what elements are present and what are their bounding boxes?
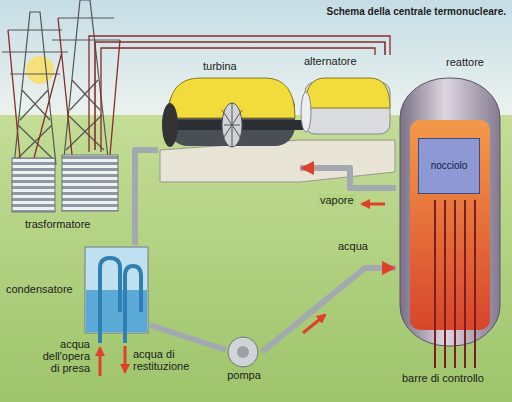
pylon-frame [52,0,120,158]
alternator-end [301,92,311,132]
pump-body [228,337,258,367]
sun [26,56,54,84]
pipe [135,150,158,245]
reactor-symbol [400,78,500,368]
part-label: reattore [446,56,484,69]
inlet-label: acqua dell'opera di presa [36,338,90,374]
flow-arrow [124,346,127,372]
transformer-group: trasformatore [5,150,125,234]
alternator: alternatore [300,55,395,140]
title-wrap: Schema della centrale termonucleare. [326,6,506,17]
pipe [300,168,396,188]
edge-label-wrap: acqua [336,240,370,252]
turbine-symbol [160,78,395,182]
pump-symbol [228,337,258,367]
wire [89,36,390,152]
grass [0,115,512,402]
part-label: pompa [227,369,261,382]
flow-label: acqua [336,240,370,252]
cooling-tubes [100,258,141,343]
turbine-end [162,103,178,147]
cooling-water [86,290,147,332]
label-wrap: acqua dell'opera di presa [36,338,90,374]
label-wrap: barre di controllo [402,372,484,384]
outlet-label: acqua di restituzione [133,348,195,372]
part-label: trasformatore [25,218,90,231]
alternator-symbol [301,78,390,134]
flow-label: vapore [318,194,356,206]
hot-water [410,120,490,330]
pump-hub [237,346,249,358]
transformer-block [12,158,55,212]
label-wrap: acqua di restituzione [133,348,195,372]
part-label: barre di controllo [402,372,484,384]
pump: pompa [226,338,262,390]
flow-arrow [99,348,102,376]
pipe [150,325,226,350]
condenser: condensatore [6,245,150,337]
pylon-frame [2,12,68,165]
blades [222,103,242,147]
transformer-block [62,155,118,211]
wire [8,18,120,158]
flow-arrow [362,203,385,206]
power-lines [8,18,390,158]
transformer-symbol [12,155,118,212]
title: Schema della centrale termonucleare. [326,6,506,17]
power-wire [95,42,385,150]
machine-base [160,140,395,182]
reactor-core: nocciolo [418,138,480,194]
turbine: turbina [158,60,300,182]
pipe [262,268,396,352]
alternator-cover [305,78,390,108]
vessel [400,78,500,346]
edge-label-wrap: vapore [318,194,356,206]
part-label: turbina [203,60,237,73]
pylon [2,0,120,165]
part-label: condensatore [6,283,73,296]
reactor-vessel: nocciolo reattore [396,56,502,350]
control-rods [435,200,475,368]
part-label: alternatore [304,55,357,68]
part-label: nocciolo [431,159,468,172]
rotor [222,103,242,147]
